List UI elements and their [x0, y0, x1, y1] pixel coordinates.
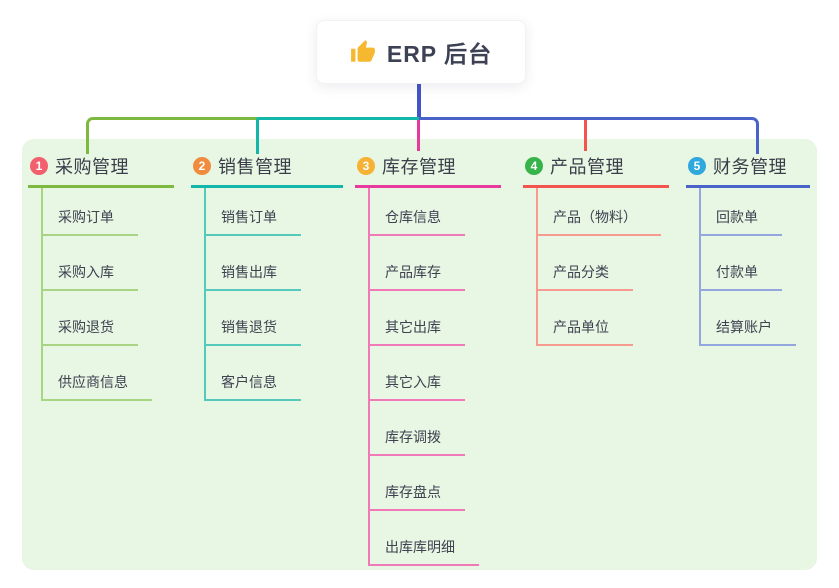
root-title: ERP 后台 [386, 41, 493, 67]
leaf-node[interactable]: 销售出库 [206, 236, 343, 291]
leaf-label: 其它入库 [370, 372, 465, 401]
leaf-node[interactable]: 产品分类 [538, 236, 669, 291]
branch-sales-children: 销售订单 销售出库 销售退货 客户信息 [204, 188, 343, 401]
branch-finance-label: 财务管理 [713, 157, 787, 177]
branch-purchase: 1 采购管理 采购订单 采购入库 采购退货 供应商信息 [28, 150, 174, 401]
leaf-label: 其它出库 [370, 317, 465, 346]
branch-sales: 2 销售管理 销售订单 销售出库 销售退货 客户信息 [191, 150, 343, 401]
branch-product-children: 产品（物料） 产品分类 产品单位 [536, 188, 669, 346]
branch-sales-header[interactable]: 2 销售管理 [191, 150, 343, 188]
leaf-label: 销售出库 [206, 262, 301, 291]
branch-inventory-label: 库存管理 [382, 157, 456, 177]
leaf-node[interactable]: 其它入库 [370, 346, 501, 401]
root-node[interactable]: ERP 后台 [316, 20, 526, 84]
leaf-label: 产品库存 [370, 262, 465, 291]
leaf-label: 库存盘点 [370, 482, 465, 511]
leaf-label: 采购退货 [43, 317, 138, 346]
badge-1: 1 [30, 157, 48, 175]
branch-product: 4 产品管理 产品（物料） 产品分类 产品单位 [523, 150, 669, 346]
branch-finance-header[interactable]: 5 财务管理 [686, 150, 810, 188]
branch-purchase-label: 采购管理 [55, 157, 129, 177]
connector-branch-5 [419, 117, 759, 154]
badge-4: 4 [525, 157, 543, 175]
leaf-node[interactable]: 库存调拨 [370, 401, 501, 456]
leaf-label: 产品分类 [538, 262, 633, 291]
badge-5: 5 [688, 157, 706, 175]
connector-branch-2 [256, 117, 422, 154]
branch-inventory-children: 仓库信息 产品库存 其它出库 其它入库 库存调拨 库存盘点 出库库明细 [368, 188, 501, 566]
branch-inventory-header[interactable]: 3 库存管理 [355, 150, 501, 188]
leaf-node[interactable]: 结算账户 [701, 291, 810, 346]
branch-sales-label: 销售管理 [218, 157, 292, 177]
leaf-label: 产品单位 [538, 317, 633, 346]
branch-product-header[interactable]: 4 产品管理 [523, 150, 669, 188]
leaf-node[interactable]: 客户信息 [206, 346, 343, 401]
leaf-label: 仓库信息 [370, 207, 465, 236]
leaf-node[interactable]: 产品单位 [538, 291, 669, 346]
leaf-node[interactable]: 采购退货 [43, 291, 174, 346]
badge-2: 2 [193, 157, 211, 175]
leaf-label: 采购订单 [43, 207, 138, 236]
leaf-node[interactable]: 销售订单 [206, 188, 343, 236]
connector-root-vertical [417, 82, 421, 118]
leaf-label: 出库库明细 [370, 537, 479, 566]
leaf-node[interactable]: 仓库信息 [370, 188, 501, 236]
leaf-node[interactable]: 其它出库 [370, 291, 501, 346]
leaf-node[interactable]: 采购入库 [43, 236, 174, 291]
mindmap-panel [22, 139, 817, 570]
leaf-node[interactable]: 采购订单 [43, 188, 174, 236]
connector-branch-1 [86, 117, 260, 154]
branch-inventory: 3 库存管理 仓库信息 产品库存 其它出库 其它入库 库存调拨 库存盘点 出库库… [355, 150, 501, 566]
leaf-label: 库存调拨 [370, 427, 465, 456]
leaf-node[interactable]: 回款单 [701, 188, 810, 236]
leaf-node[interactable]: 产品（物料） [538, 188, 669, 236]
leaf-label: 回款单 [701, 207, 782, 236]
leaf-label: 销售订单 [206, 207, 301, 236]
connector-branch-4 [584, 120, 587, 151]
badge-3: 3 [357, 157, 375, 175]
leaf-node[interactable]: 产品库存 [370, 236, 501, 291]
leaf-label: 采购入库 [43, 262, 138, 291]
thumbs-up-icon [350, 39, 376, 65]
branch-finance: 5 财务管理 回款单 付款单 结算账户 [686, 150, 810, 346]
leaf-label: 销售退货 [206, 317, 301, 346]
leaf-label: 供应商信息 [43, 372, 152, 401]
leaf-node[interactable]: 出库库明细 [370, 511, 501, 566]
leaf-label: 付款单 [701, 262, 782, 291]
leaf-label: 结算账户 [701, 317, 796, 346]
branch-purchase-children: 采购订单 采购入库 采购退货 供应商信息 [41, 188, 174, 401]
leaf-label: 客户信息 [206, 372, 301, 401]
connector-branch-3 [417, 120, 420, 151]
branch-finance-children: 回款单 付款单 结算账户 [699, 188, 810, 346]
leaf-node[interactable]: 供应商信息 [43, 346, 174, 401]
branch-purchase-header[interactable]: 1 采购管理 [28, 150, 174, 188]
leaf-node[interactable]: 付款单 [701, 236, 810, 291]
leaf-label: 产品（物料） [538, 207, 661, 236]
leaf-node[interactable]: 库存盘点 [370, 456, 501, 511]
branch-product-label: 产品管理 [550, 157, 624, 177]
leaf-node[interactable]: 销售退货 [206, 291, 343, 346]
